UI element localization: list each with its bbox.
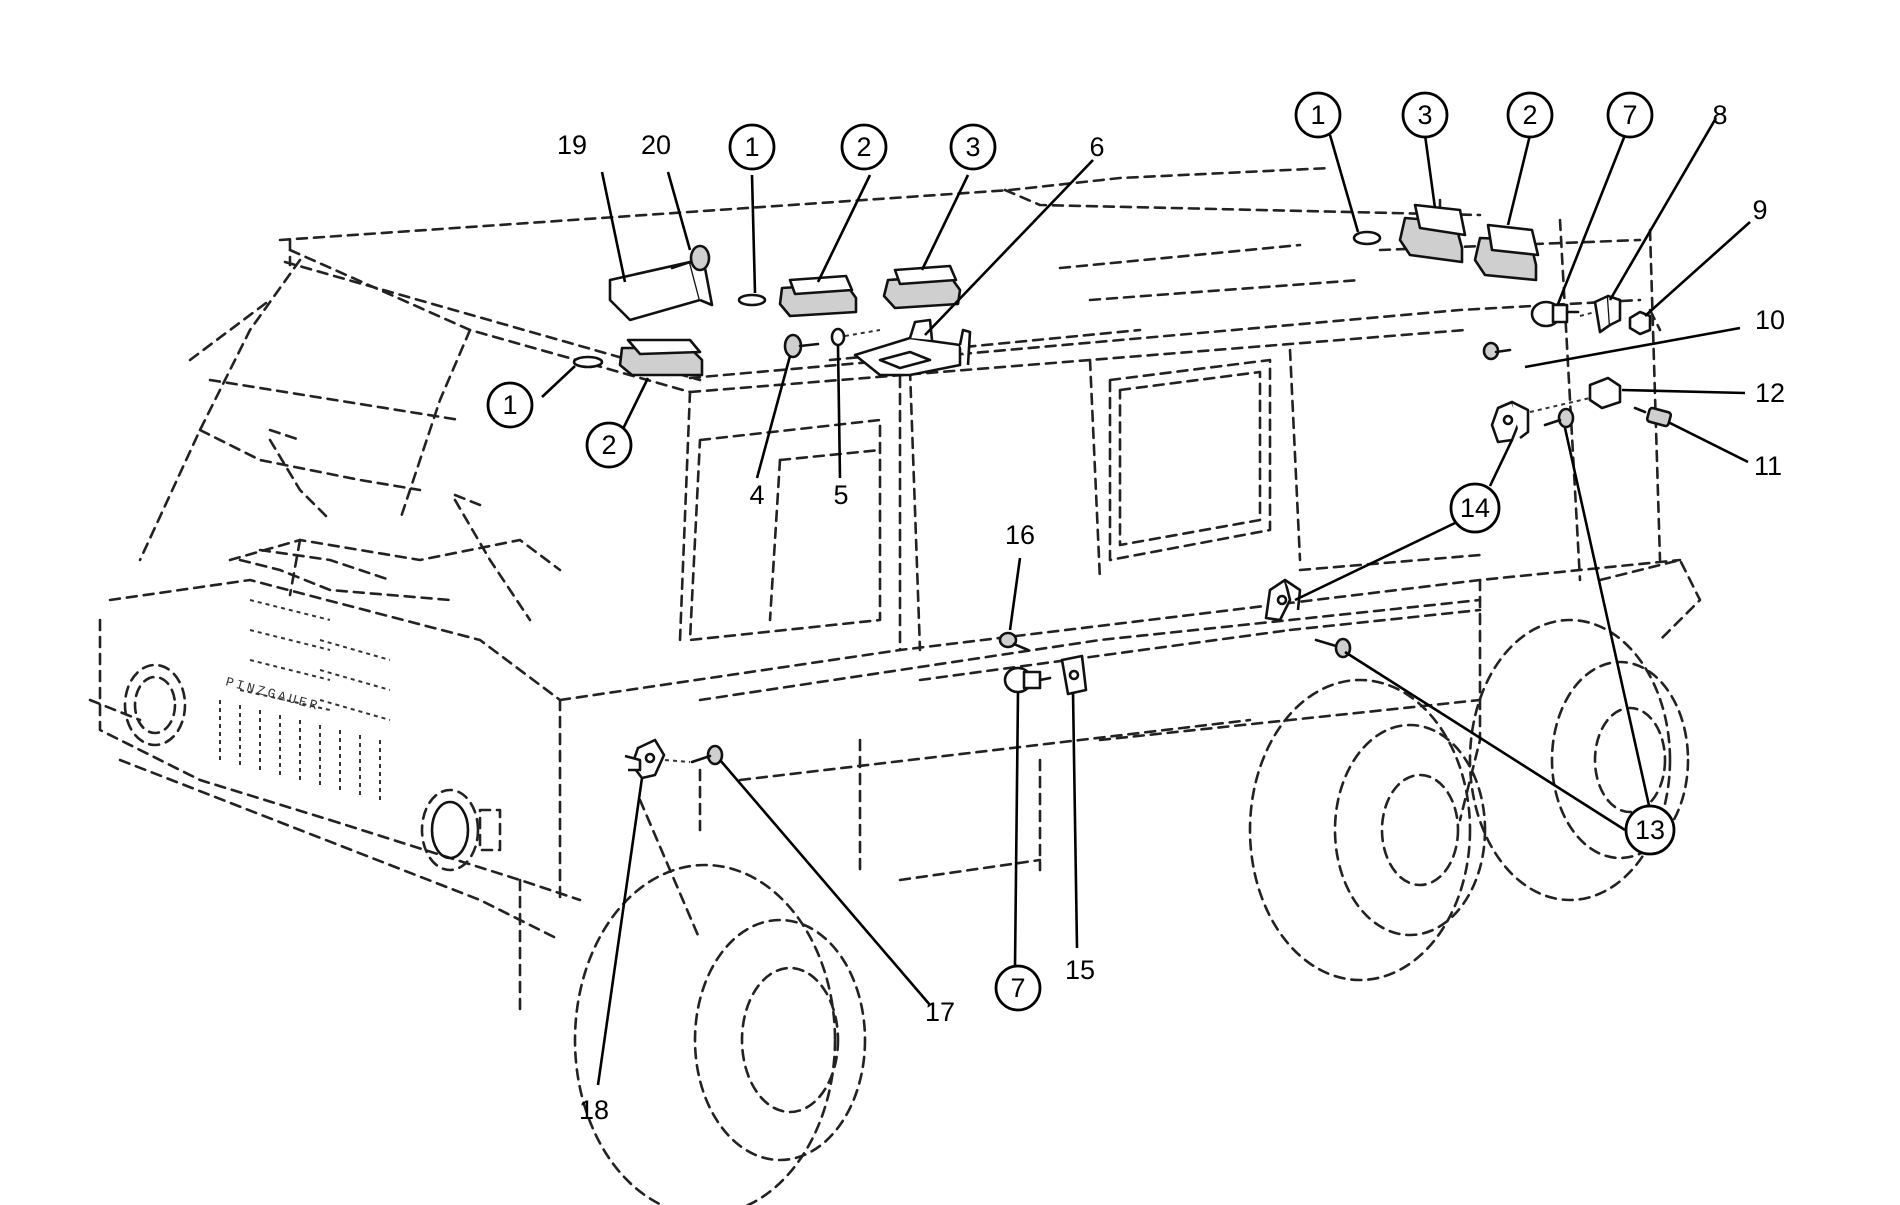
callout-6: 6 (1089, 132, 1104, 162)
svg-text:14: 14 (1460, 493, 1490, 523)
part-latch-14-body (1264, 578, 1302, 622)
svg-text:13: 13 (1635, 815, 1665, 845)
callouts: 1 2 1 2 3 6 19 20 4 5 (486, 91, 1785, 1125)
part-lens-1-front (572, 355, 604, 369)
callout-2: 2 (1506, 91, 1554, 139)
svg-text:10: 10 (1755, 305, 1785, 335)
svg-text:11: 11 (1754, 451, 1782, 481)
part-bracket-8 (1593, 294, 1622, 334)
part-screw-20 (670, 244, 711, 272)
svg-text:1: 1 (502, 390, 517, 420)
callout-3: 3 (949, 123, 997, 171)
part-lens-1-mid (737, 293, 767, 307)
callout-1: 1 (1294, 91, 1342, 139)
callout-15: 15 (1065, 955, 1095, 985)
svg-text:7: 7 (1010, 973, 1025, 1003)
callout-3: 3 (1401, 91, 1449, 139)
part-screw-13-top (1543, 407, 1575, 429)
wipers (268, 428, 532, 622)
part-light-2-rear (1473, 223, 1540, 282)
part-bracket-19 (608, 260, 714, 322)
svg-text:4: 4 (749, 480, 764, 510)
svg-text:3: 3 (1417, 100, 1432, 130)
callout-11: 11 (1754, 451, 1782, 481)
svg-text:19: 19 (557, 130, 587, 160)
part-washer-5 (830, 327, 846, 347)
callout-10: 10 (1755, 305, 1785, 335)
callout-16: 16 (1005, 520, 1035, 550)
callout-13: 13 (1624, 804, 1676, 856)
part-light-2-mid (778, 274, 858, 318)
part-lens-1-rear (1352, 230, 1382, 246)
svg-text:7: 7 (1622, 100, 1637, 130)
callout-17: 17 (925, 997, 955, 1027)
svg-text:2: 2 (1522, 100, 1537, 130)
svg-text:17: 17 (925, 997, 955, 1027)
callout-19: 19 (557, 130, 587, 160)
svg-text:16: 16 (1005, 520, 1035, 550)
part-latch-18 (624, 738, 666, 780)
callout-1: 1 (486, 381, 534, 429)
callout-14: 14 (1449, 482, 1501, 534)
grille (219, 599, 391, 800)
rear-wheel-1 (1248, 678, 1487, 982)
svg-text:1: 1 (744, 132, 759, 162)
front-wheel (573, 863, 867, 1205)
callout-9: 9 (1752, 195, 1767, 225)
part-latch-14-rear (1490, 400, 1530, 444)
vehicle-badge: PINZGAUER (224, 674, 322, 714)
svg-text:20: 20 (641, 130, 671, 160)
callout-8: 8 (1712, 100, 1727, 130)
part-nut-9 (1628, 310, 1652, 336)
part-light-3-rear (1398, 203, 1467, 264)
callout-2: 2 (840, 123, 888, 171)
part-socket-7-rear (1530, 300, 1580, 328)
part-screw-4 (783, 333, 820, 359)
callout-2: 2 (585, 421, 633, 469)
svg-text:3: 3 (965, 132, 980, 162)
svg-text:12: 12 (1755, 378, 1785, 408)
callout-18: 18 (579, 1095, 609, 1125)
part-screw-16 (998, 631, 1030, 652)
headlights (123, 663, 502, 872)
part-screw-17 (690, 744, 724, 766)
svg-text:6: 6 (1089, 132, 1104, 162)
svg-text:15: 15 (1065, 955, 1095, 985)
callout-7: 7 (1606, 91, 1654, 139)
leader-lines (541, 117, 1751, 1086)
part-screw-10 (1482, 341, 1512, 361)
callout-4: 4 (749, 480, 764, 510)
part-bracket-15 (1060, 654, 1088, 696)
part-block-12 (1588, 376, 1622, 410)
part-light-2-front (618, 338, 704, 377)
svg-text:1: 1 (1310, 100, 1325, 130)
callout-20: 20 (641, 130, 671, 160)
callout-7: 7 (994, 964, 1042, 1012)
part-socket-7-lower (1003, 666, 1052, 694)
part-screw-13-body (1314, 637, 1352, 659)
svg-text:9: 9 (1752, 195, 1767, 225)
callout-1: 1 (728, 123, 776, 171)
svg-text:2: 2 (601, 430, 616, 460)
svg-text:5: 5 (833, 480, 848, 510)
vehicle-outline (88, 166, 1702, 1012)
svg-text:8: 8 (1712, 100, 1727, 130)
svg-text:18: 18 (579, 1095, 609, 1125)
part-screw-11 (1633, 406, 1673, 428)
callout-12: 12 (1755, 378, 1785, 408)
callout-5: 5 (833, 480, 848, 510)
part-light-3-mid (882, 264, 962, 310)
svg-text:2: 2 (856, 132, 871, 162)
rear-wheel-2 (1468, 618, 1690, 902)
part-base-6 (853, 318, 972, 377)
